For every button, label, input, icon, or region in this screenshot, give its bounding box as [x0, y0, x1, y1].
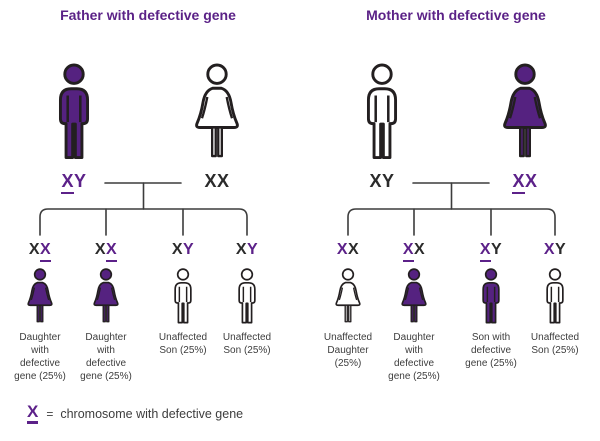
- genotype-letter: X: [402, 241, 414, 262]
- genotype-letter: Y: [491, 241, 503, 258]
- affected-daughter-icon: [401, 268, 427, 323]
- affected-mother-icon: [503, 63, 547, 158]
- genotype-letter: X: [369, 171, 382, 191]
- genotype-letter: X: [94, 241, 106, 258]
- child-genotype: XX: [382, 241, 446, 262]
- affected-father-icon: [58, 63, 90, 159]
- genotype-letter: X: [479, 241, 491, 262]
- panel-mother-defective: Mother with defective gene XY XX XX XX X…: [308, 0, 600, 441]
- affected-daughter-icon: [93, 268, 119, 323]
- genotype-letter: X: [171, 241, 183, 258]
- genotype-letter: X: [414, 241, 426, 258]
- genotype-letter: X: [336, 241, 348, 258]
- genotype-letter: X: [217, 171, 230, 191]
- child-caption: Daughter with defective gene (25%): [388, 332, 440, 382]
- child-caption: Daughter with defective gene (25%): [14, 332, 66, 382]
- legend-equals: =: [46, 406, 54, 421]
- genotype-letter: Y: [555, 241, 567, 258]
- legend-label: chromosome with defective gene: [60, 406, 244, 421]
- child-genotype: XY: [523, 241, 587, 259]
- child-genotype: XX: [74, 241, 138, 262]
- child-caption: Son with defective gene (25%): [465, 332, 517, 369]
- unaffected-father-icon: [366, 63, 398, 159]
- genotype-letter: X: [235, 241, 247, 258]
- genotype-letter: Y: [382, 171, 395, 191]
- genotype-letter: Y: [183, 241, 195, 258]
- child-caption: Unaffected Son (25%): [530, 332, 580, 356]
- genotype-letter: X: [512, 172, 525, 194]
- defective-chromosome-symbol: X: [27, 403, 39, 424]
- child-caption: Unaffected Son (25%): [222, 332, 272, 356]
- child-genotype: XY: [459, 241, 523, 262]
- genotype-letter: X: [106, 241, 118, 262]
- mother-genotype: XX: [185, 171, 249, 192]
- unaffected-son-icon: [546, 268, 564, 324]
- genotype-letter: X: [348, 241, 360, 258]
- genotype-letter: Y: [74, 171, 87, 191]
- unaffected-daughter-icon: [335, 268, 361, 323]
- unaffected-son-icon: [174, 268, 192, 324]
- genotype-letter: X: [204, 171, 217, 191]
- panel-title: Father with defective gene: [60, 7, 236, 23]
- child-caption: Unaffected Daughter (25%): [323, 332, 373, 369]
- family-tree-lines: [39, 182, 248, 236]
- legend: X = chromosome with defective gene: [27, 403, 243, 424]
- child-genotype: XY: [215, 241, 279, 259]
- unaffected-mother-icon: [195, 63, 239, 158]
- child-genotype: XY: [151, 241, 215, 259]
- child-genotype: XX: [316, 241, 380, 259]
- father-genotype: XY: [42, 171, 106, 194]
- genotype-letter: X: [543, 241, 555, 258]
- panel-title: Mother with defective gene: [366, 7, 546, 23]
- family-tree-lines: [347, 182, 556, 236]
- father-genotype: XY: [350, 171, 414, 192]
- affected-son-icon: [482, 268, 500, 324]
- genotype-letter: X: [28, 241, 40, 258]
- mother-genotype: XX: [493, 171, 557, 194]
- child-caption: Unaffected Son (25%): [158, 332, 208, 356]
- unaffected-son-icon: [238, 268, 256, 324]
- genotype-letter: X: [61, 172, 74, 194]
- child-caption: Daughter with defective gene (25%): [80, 332, 132, 382]
- genotype-letter: X: [40, 241, 52, 262]
- genotype-letter: X: [525, 171, 538, 191]
- genotype-letter: Y: [247, 241, 259, 258]
- panel-father-defective: Father with defective gene XY XX XX XX X…: [0, 0, 296, 441]
- affected-daughter-icon: [27, 268, 53, 323]
- child-genotype: XX: [8, 241, 72, 262]
